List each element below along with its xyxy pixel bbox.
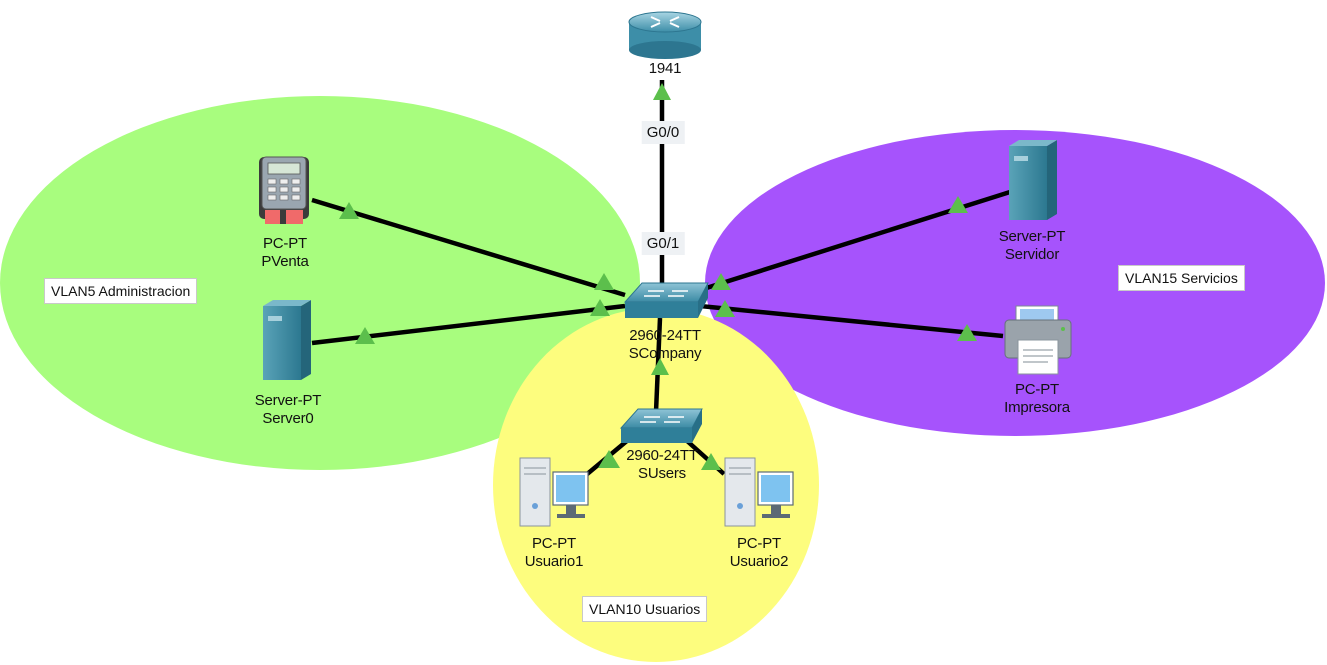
link-status-indicators xyxy=(339,83,977,470)
servidor-label[interactable]: Server-PT Servidor xyxy=(999,228,1066,264)
link-status-up-icon xyxy=(598,450,620,468)
link-status-up-icon xyxy=(651,358,669,375)
susers-name: SUsers xyxy=(638,465,686,482)
link-status-up-icon xyxy=(948,196,968,213)
impresora-name: Impresora xyxy=(1004,399,1070,416)
server-icon[interactable] xyxy=(1009,140,1057,220)
switch-icon[interactable] xyxy=(619,408,703,443)
router-icon[interactable] xyxy=(628,11,702,59)
printer-icon[interactable] xyxy=(1004,305,1072,375)
switch-icon[interactable] xyxy=(623,282,709,318)
router-model: 1941 xyxy=(648,60,682,77)
server0-label[interactable]: Server-PT Server0 xyxy=(255,392,322,428)
usuario1-label[interactable]: PC-PT Usuario1 xyxy=(524,535,584,571)
pventa-name: PVenta xyxy=(261,253,309,270)
scompany-label[interactable]: 2960-24TT SCompany xyxy=(629,327,702,363)
susers-label[interactable]: 2960-24TT SUsers xyxy=(626,447,698,483)
link-status-up-icon xyxy=(715,300,735,317)
usuario1-name: Usuario1 xyxy=(524,553,584,570)
link-status-up-icon xyxy=(339,202,359,219)
vlan15-label[interactable]: VLAN15 Servicios xyxy=(1118,265,1245,291)
impresora-model: PC-PT xyxy=(1014,381,1060,398)
usuario1-model: PC-PT xyxy=(531,535,576,552)
vlan5-zone[interactable] xyxy=(0,96,640,470)
link-pventa-scompany[interactable] xyxy=(311,197,626,298)
link-status-up-icon xyxy=(957,324,977,341)
links xyxy=(311,80,1011,477)
vlan15-zone[interactable] xyxy=(705,130,1325,436)
pc-icon[interactable] xyxy=(519,457,589,527)
port-label-g0-0: G0/0 xyxy=(641,121,685,144)
servidor-model: Server-PT xyxy=(998,228,1066,245)
link-impresora-scompany[interactable] xyxy=(699,303,1004,339)
pventa-label[interactable]: PC-PT PVenta xyxy=(261,235,308,271)
link-status-up-icon xyxy=(701,453,721,470)
router-label[interactable]: 1941 xyxy=(649,60,682,78)
usuario2-model: PC-PT xyxy=(736,535,781,552)
server0-model: Server-PT xyxy=(254,392,322,409)
impresora-label[interactable]: PC-PT Impresora xyxy=(1004,381,1070,417)
link-status-up-icon xyxy=(711,273,731,290)
link-status-up-icon xyxy=(594,273,614,290)
scompany-model: 2960-24TT xyxy=(629,327,701,344)
susers-model: 2960-24TT xyxy=(626,447,698,464)
pos-terminal-icon[interactable] xyxy=(259,156,309,224)
usuario2-label[interactable]: PC-PT Usuario2 xyxy=(729,535,789,571)
vlan10-zone[interactable] xyxy=(493,308,819,662)
port-label-g0-1: G0/1 xyxy=(641,232,685,255)
vlan5-label[interactable]: VLAN5 Administracion xyxy=(44,278,198,304)
pc-icon[interactable] xyxy=(724,457,794,527)
server-icon[interactable] xyxy=(263,300,311,380)
vlan10-label[interactable]: VLAN10 Usuarios xyxy=(582,596,708,622)
link-status-up-icon xyxy=(590,299,610,316)
scompany-name: SCompany xyxy=(628,345,702,362)
usuario2-name: Usuario2 xyxy=(729,553,789,570)
pventa-model: PC-PT xyxy=(262,235,307,252)
server0-name: Server0 xyxy=(262,410,314,427)
link-status-up-icon xyxy=(355,327,375,344)
link-status-up-icon xyxy=(653,83,671,100)
servidor-name: Servidor xyxy=(1004,246,1060,263)
